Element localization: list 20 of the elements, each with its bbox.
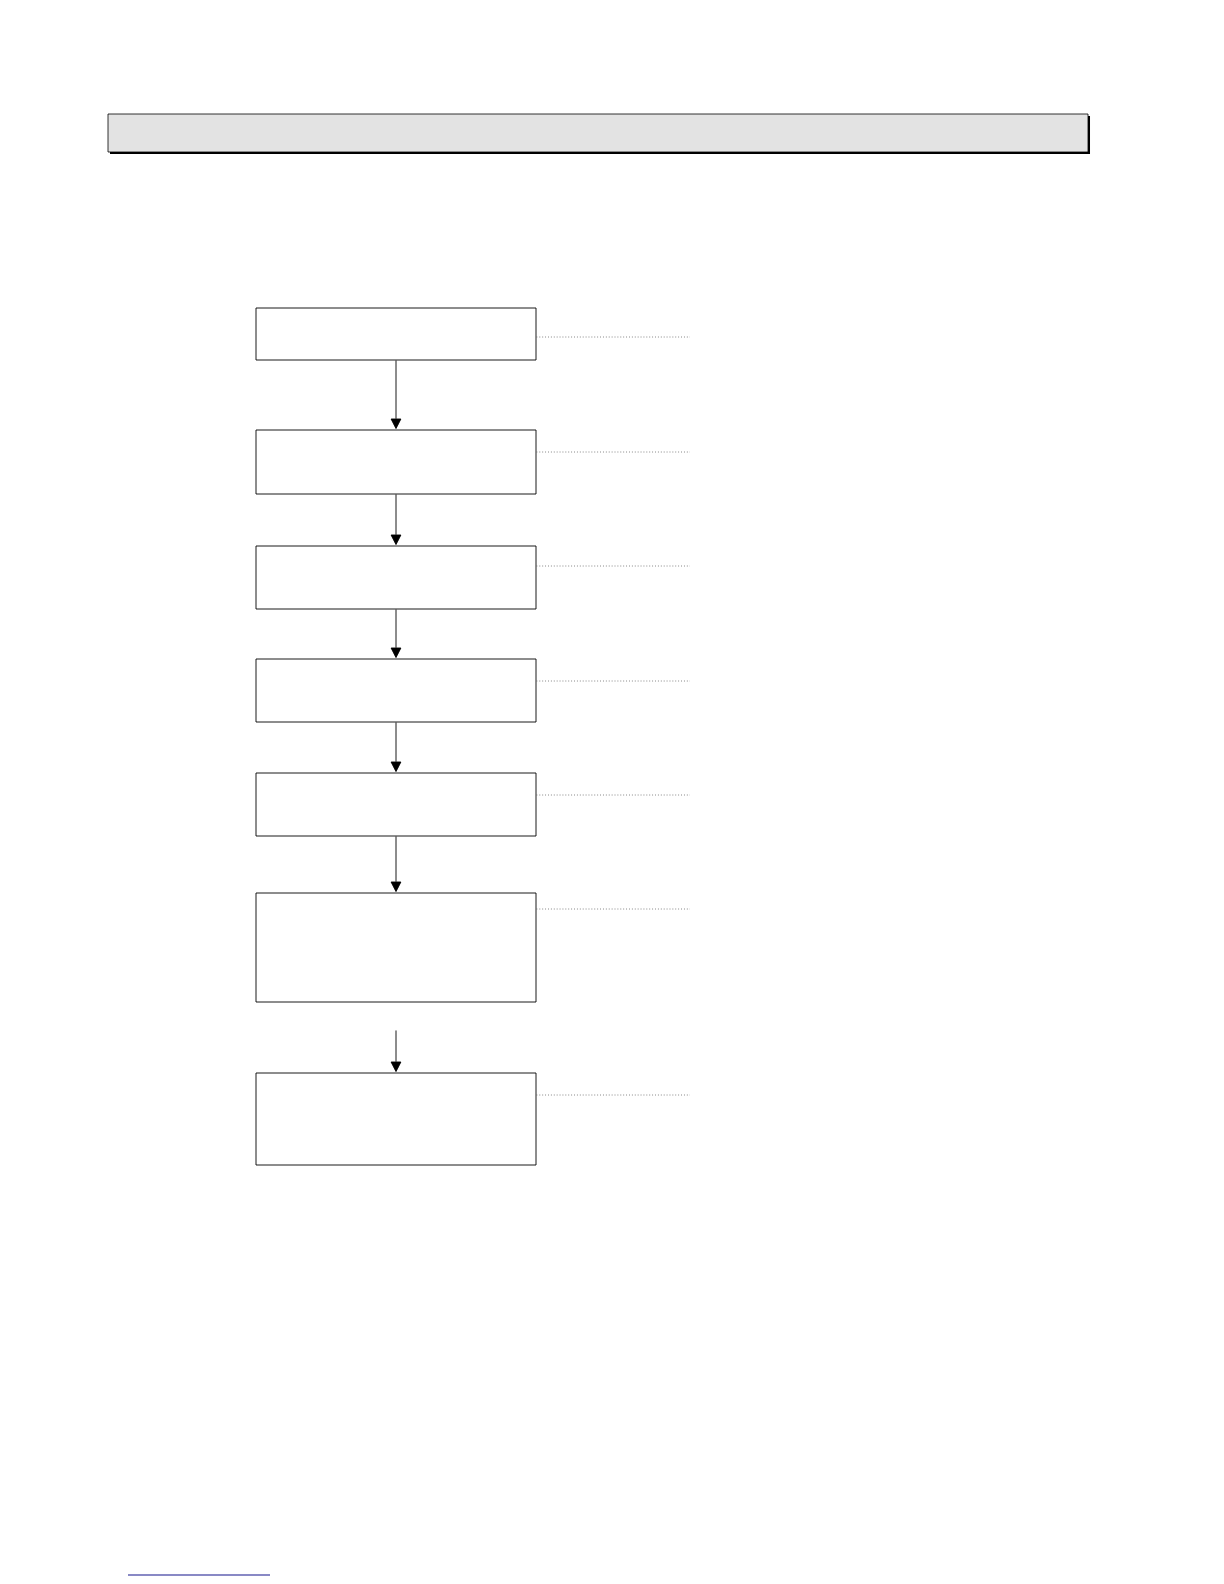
process-box [255,545,537,610]
leader-line [536,336,691,338]
leader-line [536,565,691,567]
process-box [255,772,537,837]
arrow [390,1030,402,1072]
arrow [390,836,402,892]
arrow [390,609,402,658]
process-box [255,658,537,723]
leader-line [536,680,691,682]
process-box [255,892,537,1003]
leader-line [536,1094,691,1096]
leader-line [536,451,691,453]
process-box [255,429,537,495]
arrow [390,360,402,429]
arrow [390,722,402,772]
arrow [390,494,402,545]
process-box [255,1072,537,1166]
leader-line [536,908,691,910]
leader-line [536,794,691,796]
process-box [255,307,537,361]
